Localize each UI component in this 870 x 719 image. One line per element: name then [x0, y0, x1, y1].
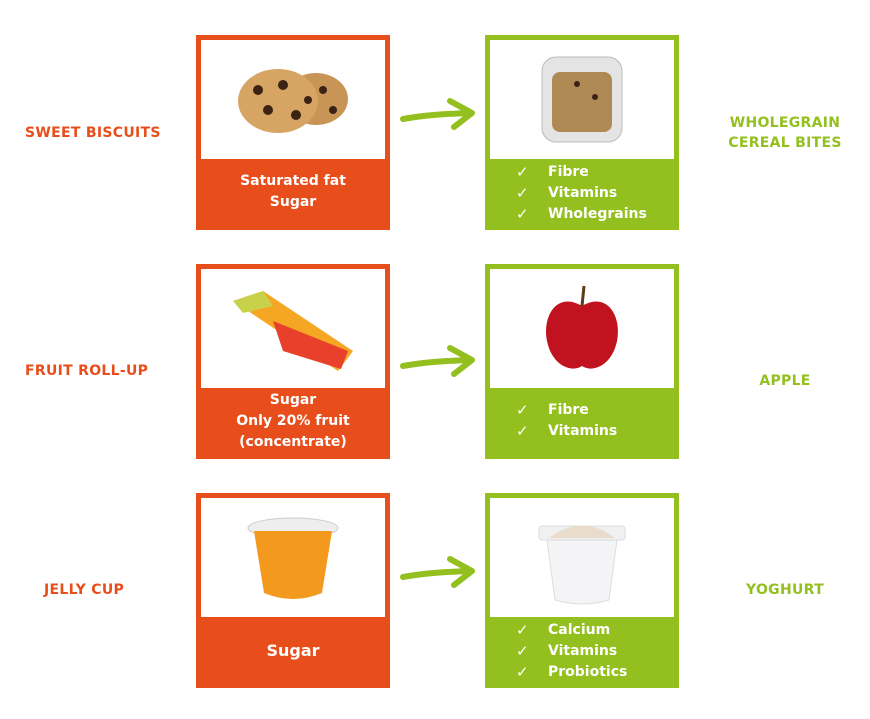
- concern: Saturated fat: [240, 173, 346, 189]
- concern: Sugar: [269, 391, 317, 408]
- healthy-card: ✓Calcium ✓Vitamins ✓Probiotics: [485, 493, 679, 688]
- cookies-image: [201, 40, 385, 159]
- healthy-food-name: YOGHURT: [746, 582, 824, 598]
- unhealthy-food-name: FRUIT ROLL-UP: [25, 363, 149, 379]
- check-icon: ✓: [516, 184, 529, 202]
- check-icon: ✓: [516, 163, 529, 181]
- swap-row-jelly-cup: JELLY CUP Sugar ✓Calcium ✓Vitamins ✓Prob…: [0, 493, 870, 689]
- benefit-item: ✓Vitamins: [516, 642, 618, 660]
- healthy-card: ✓Fibre ✓Vitamins: [485, 264, 679, 459]
- fruit-roll-up-image: [201, 269, 385, 388]
- unhealthy-food-name: SWEET BISCUITS: [25, 125, 161, 141]
- benefit-item: ✓Probiotics: [516, 663, 628, 681]
- benefit-item: ✓Wholegrains: [516, 205, 647, 223]
- cereal-container-image: [490, 40, 674, 159]
- healthy-food-name: APPLE: [759, 373, 811, 389]
- yoghurt-cup-image: [490, 498, 674, 617]
- unhealthy-card: Sugar Only 20% fruit (concentrate): [196, 264, 390, 459]
- swap-row-biscuits: SWEET BISCUITS Saturated fat Sugar ✓Fibr…: [0, 35, 870, 231]
- concern: (concentrate): [239, 433, 347, 450]
- check-icon: ✓: [516, 663, 529, 681]
- check-icon: ✓: [516, 205, 529, 223]
- concern: Only 20% fruit: [236, 412, 350, 429]
- check-icon: ✓: [516, 621, 529, 639]
- apple-image: [490, 269, 674, 388]
- jelly-cup-image: [201, 498, 385, 617]
- healthy-food-name: WHOLEGRAIN CEREAL BITES: [728, 115, 842, 151]
- benefit-item: ✓Fibre: [516, 163, 589, 181]
- arrow-right-icon: [400, 95, 478, 135]
- check-icon: ✓: [516, 642, 529, 660]
- benefit-item: ✓Fibre: [516, 401, 589, 419]
- arrow-right-icon: [400, 342, 478, 382]
- unhealthy-card: Sugar: [196, 493, 390, 688]
- benefit-item: ✓Vitamins: [516, 184, 618, 202]
- unhealthy-food-name: JELLY CUP: [44, 582, 125, 598]
- benefit-item: ✓Vitamins: [516, 422, 618, 440]
- check-icon: ✓: [516, 422, 529, 440]
- unhealthy-card: Saturated fat Sugar: [196, 35, 390, 230]
- concern: Sugar: [266, 640, 320, 660]
- swap-row-fruit-roll-up: FRUIT ROLL-UP Sugar Only 20% fruit (conc…: [0, 264, 870, 460]
- check-icon: ✓: [516, 401, 529, 419]
- healthy-card: ✓Fibre ✓Vitamins ✓Wholegrains: [485, 35, 679, 230]
- arrow-right-icon: [400, 553, 478, 593]
- concern: Sugar: [269, 194, 317, 210]
- benefit-item: ✓Calcium: [516, 621, 611, 639]
